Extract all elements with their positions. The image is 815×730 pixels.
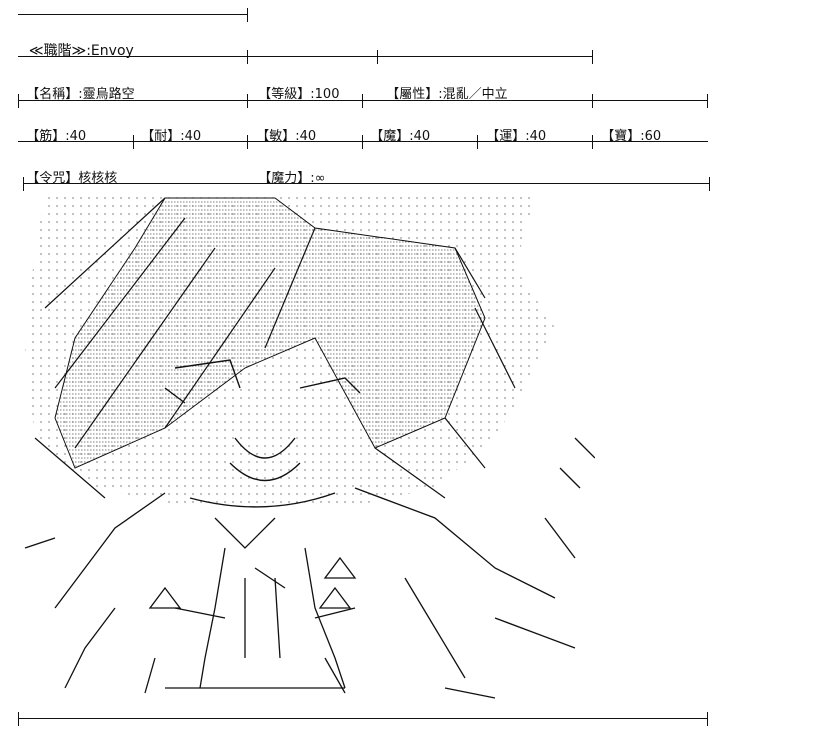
mana-label: 【魔力】 xyxy=(258,171,311,186)
mana-field: 【魔力】:∞ xyxy=(250,155,326,187)
command-seal-label: 【令咒】 xyxy=(26,171,79,186)
face xyxy=(164,359,361,508)
stat-value: :40 xyxy=(180,129,202,144)
name-value: :靈烏路空 xyxy=(78,87,135,102)
command-seal-field: 【令咒】核核核 xyxy=(18,155,117,187)
stat-value: :40 xyxy=(65,129,87,144)
frame-bottom-tick-a xyxy=(18,712,19,726)
stat-label: 【運】 xyxy=(486,129,526,144)
frame-bottom-tick-b xyxy=(707,712,708,726)
frame-tick xyxy=(247,8,248,22)
stat-value: :40 xyxy=(295,129,317,144)
stat-label: 【耐】 xyxy=(141,129,181,144)
divider-2 xyxy=(18,100,708,101)
divider-3-tick-d xyxy=(477,135,478,149)
divider-3 xyxy=(18,141,708,142)
stat-label: 【魔】 xyxy=(370,129,410,144)
stat-label: 【寶】 xyxy=(601,129,641,144)
alignment-label: 【屬性】 xyxy=(386,87,439,102)
frame-top-line xyxy=(18,14,248,15)
command-seal-value: 核核核 xyxy=(78,171,118,186)
stat-label: 【敏】 xyxy=(256,129,296,144)
stat-luck: 【運】:40 xyxy=(478,113,546,145)
name-field: 【名稱】:靈烏路空 xyxy=(18,71,135,103)
stat-value: :60 xyxy=(640,129,662,144)
divider-4-tick-a xyxy=(23,177,24,191)
name-label: 【名稱】 xyxy=(26,87,79,102)
stat-agility: 【敏】:40 xyxy=(248,113,316,145)
frame-bottom-line xyxy=(18,718,708,719)
stat-label: 【筋】 xyxy=(26,129,66,144)
divider-2-tick-4 xyxy=(707,94,708,108)
divider-1 xyxy=(18,56,593,57)
divider-1-tick-a xyxy=(247,50,248,64)
stat-strength: 【筋】:40 xyxy=(18,113,86,145)
divider-3-tick-e xyxy=(592,135,593,149)
stat-magic: 【魔】:40 xyxy=(362,113,430,145)
accent-marks xyxy=(24,437,596,699)
alignment-field: 【屬性】:混亂／中立 xyxy=(378,71,508,103)
divider-2-tick-1 xyxy=(247,94,248,108)
body xyxy=(54,487,556,694)
divider-2-tick-2 xyxy=(362,94,363,108)
divider-1-tick-c xyxy=(592,50,593,64)
class-row: ≪職階≫:Envoy xyxy=(20,27,134,59)
chest-ornament xyxy=(148,517,357,609)
stat-endurance: 【耐】:40 xyxy=(133,113,201,145)
hair-mass xyxy=(54,197,486,469)
stat-value: :40 xyxy=(525,129,547,144)
divider-2-tick-0 xyxy=(18,94,19,108)
mana-value: :∞ xyxy=(310,171,326,186)
level-value: :100 xyxy=(310,87,340,102)
divider-1-tick-b xyxy=(377,50,378,64)
class-label: ≪職階≫ xyxy=(28,43,87,59)
hair-strands xyxy=(34,197,516,499)
divider-4 xyxy=(23,183,710,184)
divider-3-tick-c xyxy=(362,135,363,149)
level-label: 【等級】 xyxy=(258,87,311,102)
divider-3-tick-a xyxy=(133,135,134,149)
divider-4-tick-b xyxy=(709,177,710,191)
level-field: 【等級】:100 xyxy=(250,71,339,103)
stat-noble-phantasm: 【寶】:60 xyxy=(593,113,661,145)
divider-3-tick-b xyxy=(247,135,248,149)
alignment-value: :混亂／中立 xyxy=(438,87,508,102)
stat-value: :40 xyxy=(409,129,431,144)
class-value: :Envoy xyxy=(86,43,134,59)
illustration-svg xyxy=(24,196,596,699)
divider-2-tick-3 xyxy=(592,94,593,108)
character-illustration xyxy=(15,188,596,708)
